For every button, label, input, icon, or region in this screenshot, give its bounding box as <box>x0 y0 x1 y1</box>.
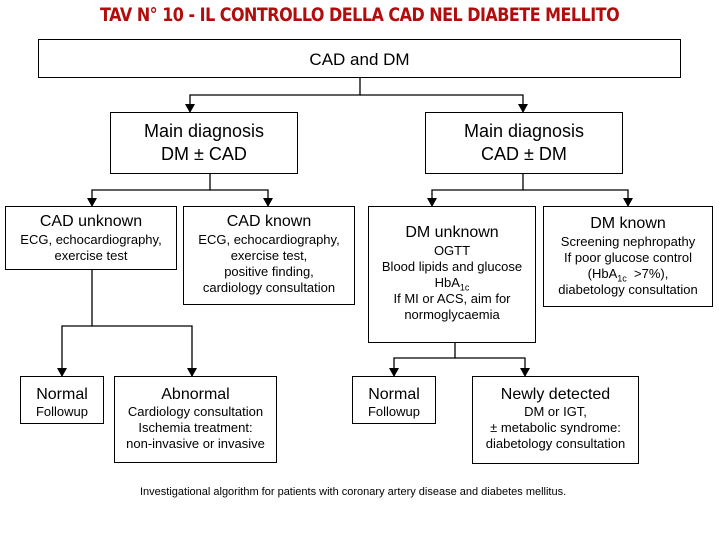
main-diagnosis-left-line2: DM ± CAD <box>161 144 247 164</box>
main-diagnosis-left-box: Main diagnosis DM ± CAD <box>110 112 298 174</box>
dm-known-line: Screening nephropathy <box>560 234 696 249</box>
cad-known-title: CAD known <box>226 213 312 230</box>
dm-unknown-box: DM unknown OGTT Blood lipids and glucose… <box>368 206 536 343</box>
arrow-to-cad-known <box>210 189 273 207</box>
cad-known-line: cardiology consultation <box>202 280 336 295</box>
dm-known-line: If poor glucose control <box>564 250 692 265</box>
hba-subscript: 1c <box>459 282 470 293</box>
newly-detected-line: DM or IGT, <box>524 404 587 419</box>
arrow-to-dm-known <box>523 189 633 207</box>
page-title: TAV N° 10 - IL CONTROLLO DELLA CAD NEL D… <box>100 4 620 26</box>
arrow-to-abnormal <box>92 325 197 377</box>
normal-left-box: Normal Followup <box>20 376 104 424</box>
abnormal-line: non-invasive or invasive <box>126 436 265 451</box>
abnormal-title: Abnormal <box>161 386 230 403</box>
arrow-to-dm-unknown <box>427 174 524 207</box>
dm-known-line: diabetology consultation <box>558 282 698 297</box>
newly-detected-line: ± metabolic syndrome: <box>490 420 621 435</box>
normal-right-line: Followup <box>367 404 421 419</box>
main-diagnosis-left-line1: Main diagnosis <box>143 121 265 141</box>
cad-known-line: ECG, echocardiography, <box>198 232 340 247</box>
hba-prefix: HbA <box>434 275 460 290</box>
cad-unknown-line: exercise test <box>54 248 128 263</box>
hba-subscript: 1c <box>617 273 627 284</box>
root-box: CAD and DM <box>38 39 681 78</box>
normal-right-box: Normal Followup <box>352 376 436 424</box>
arrow-to-cad-unknown <box>87 174 211 207</box>
dm-unknown-line: Blood lipids and glucose <box>381 259 523 274</box>
arrow-root-to-right <box>360 94 528 113</box>
cad-unknown-box: CAD unknown ECG, echocardiography, exerc… <box>5 206 177 270</box>
dm-known-title: DM known <box>590 215 666 232</box>
normal-right-title: Normal <box>368 386 420 403</box>
root-label: CAD and DM <box>309 50 410 69</box>
dm-known-box: DM known Screening nephropathy If poor g… <box>543 206 713 307</box>
dm-unknown-line: If MI or ACS, aim for <box>393 291 511 306</box>
dm-unknown-line: OGTT <box>433 243 471 258</box>
dm-unknown-title: DM unknown <box>405 224 499 241</box>
dm-known-hba1c: (HbA1c >7%), <box>544 266 712 284</box>
main-diagnosis-right-line1: Main diagnosis <box>463 121 585 141</box>
cad-unknown-line: ECG, echocardiography, <box>20 232 162 247</box>
figure-caption: Investigational algorithm for patients w… <box>140 486 567 498</box>
hba-prefix: (HbA <box>587 266 618 281</box>
normal-left-line: Followup <box>35 404 89 419</box>
arrow-root-to-left <box>185 78 361 113</box>
cad-known-line: positive finding, <box>224 264 314 279</box>
abnormal-line: Cardiology consultation <box>127 404 264 419</box>
arrow-to-normal-right <box>389 343 456 377</box>
main-diagnosis-right-line2: CAD ± DM <box>481 144 567 164</box>
arrow-to-normal-left <box>57 270 93 377</box>
cad-unknown-title: CAD unknown <box>39 213 143 230</box>
newly-detected-title: Newly detected <box>500 386 611 403</box>
abnormal-line: Ischemia treatment: <box>138 420 253 435</box>
dm-unknown-line: normoglycaemia <box>404 307 500 322</box>
arrow-to-newly-detected <box>455 357 530 377</box>
cad-known-line: exercise test, <box>230 248 308 263</box>
main-diagnosis-right-box: Main diagnosis CAD ± DM <box>425 112 623 174</box>
abnormal-box: Abnormal Cardiology consultation Ischemi… <box>114 376 277 463</box>
newly-detected-box: Newly detected DM or IGT, ± metabolic sy… <box>472 376 639 464</box>
dm-unknown-hba1c: HbA1c <box>369 275 535 293</box>
cad-known-box: CAD known ECG, echocardiography, exercis… <box>183 206 355 305</box>
newly-detected-line: diabetology consultation <box>485 436 626 451</box>
hba-suffix: >7%), <box>626 266 669 281</box>
normal-left-title: Normal <box>36 386 88 403</box>
